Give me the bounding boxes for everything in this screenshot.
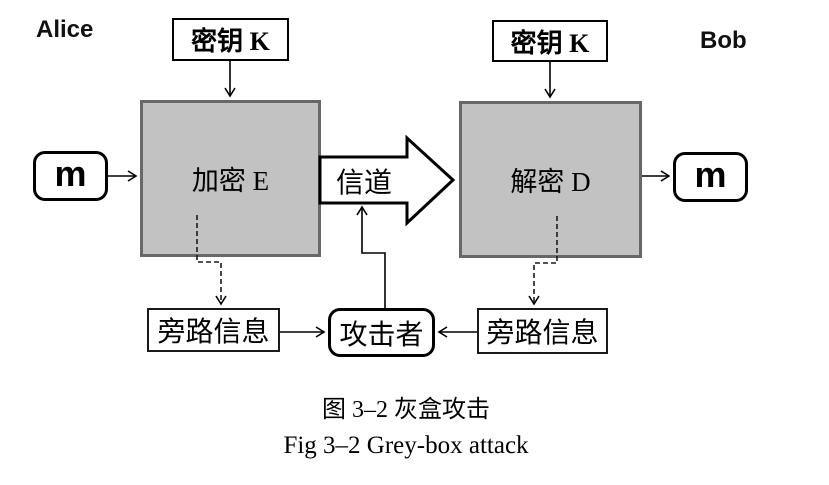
message-box-right: m: [673, 152, 748, 202]
caption-chinese: 图 3–2 灰盒攻击: [322, 397, 490, 423]
key-box-left: 密钥 K: [172, 18, 289, 61]
side-info-box-left: 旁路信息: [147, 308, 280, 352]
alice-label: Alice: [36, 16, 94, 43]
caption-english: Fig 3–2 Grey-box attack: [283, 432, 529, 459]
decrypt-box: 解密 D: [459, 101, 642, 258]
channel-label: 信道: [335, 167, 392, 199]
figure-caption: 图 3–2 灰盒攻击 Fig 3–2 Grey-box attack: [0, 394, 812, 460]
key-box-right: 密钥 K: [492, 20, 608, 62]
attacker-to-channel-arrow: [356, 205, 386, 308]
encrypt-box: 加密 E: [140, 100, 321, 257]
side-info-box-right: 旁路信息: [477, 308, 608, 354]
message-box-left: m: [33, 151, 108, 201]
bob-label: Bob: [700, 27, 747, 54]
attacker-box: 攻击者: [328, 308, 435, 357]
